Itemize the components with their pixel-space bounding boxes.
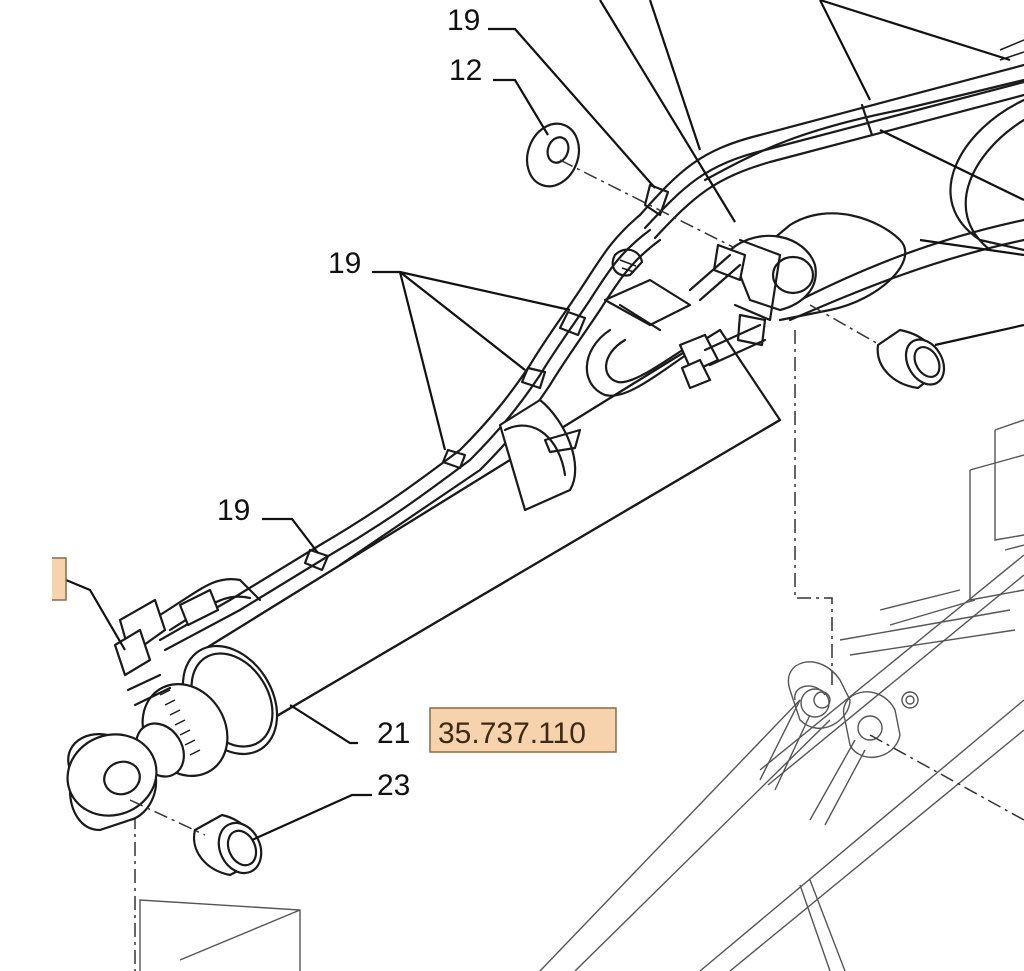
reference-box[interactable]: 35.737.110 bbox=[429, 707, 617, 753]
cylinder-barrel bbox=[181, 328, 782, 756]
reference-box-background bbox=[429, 707, 617, 753]
reference-number: 35.737.110 bbox=[438, 717, 586, 750]
callout-21: 21 bbox=[377, 717, 410, 750]
boom-structure bbox=[134, 330, 1024, 971]
callout-19-top: 19 bbox=[447, 4, 480, 37]
callout-labels: 19 12 19 19 21 23 bbox=[217, 4, 482, 802]
cylinder-head-end bbox=[585, 234, 817, 397]
leader-lines bbox=[65, 0, 1024, 842]
callout-12: 12 bbox=[449, 54, 482, 87]
left-edge-mask bbox=[38, 556, 52, 602]
cylinder-rod-end bbox=[66, 683, 229, 832]
callout-23: 23 bbox=[377, 769, 410, 802]
valve-block bbox=[113, 577, 262, 707]
bushing-right bbox=[809, 304, 946, 390]
bushing-part-23 bbox=[129, 799, 263, 877]
callout-19-lower: 19 bbox=[217, 494, 250, 527]
callout-19-middle: 19 bbox=[328, 247, 361, 280]
hydraulic-hoses bbox=[638, 39, 1024, 322]
washer-part-12 bbox=[525, 122, 736, 249]
